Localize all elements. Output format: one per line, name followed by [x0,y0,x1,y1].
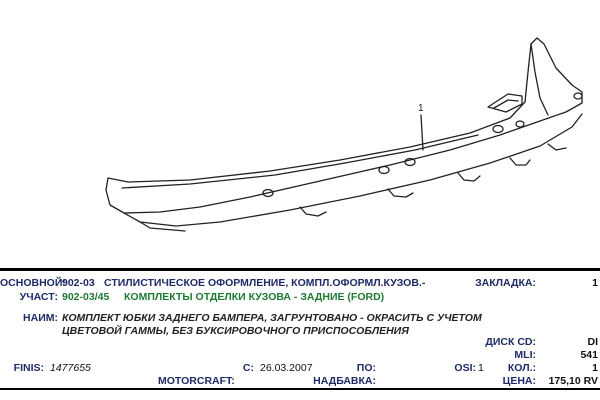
osi-value: 1 [478,362,484,374]
uchast-label: УЧАСТ: [19,291,58,303]
mli-value: 541 [580,349,598,361]
finis-label: FINIS: [13,362,44,374]
zakladka-label: ЗАКЛАДКА: [475,277,536,289]
mli-label: MLI: [514,349,536,361]
part-illustration: 1 [105,37,583,232]
part-description: КОМПЛЕКТ ЮБКИ ЗАДНЕГО БАМПЕРА, ЗАГРУНТОВ… [62,312,482,337]
cena-label: ЦЕНА: [502,375,536,387]
kol-label: КОЛ.: [507,362,536,374]
kol-value: 1 [592,362,598,374]
callout-leader [420,114,424,151]
naim-label: НАИМ: [23,312,58,324]
nadbavka-label: НАДБАВКА: [313,375,376,387]
disk-cd-label: ДИСК CD: [485,336,536,348]
s-date-label: С: [242,362,254,374]
osnovnoy-code[interactable]: 902-03 [62,277,95,289]
s-date-value: 26.03.2007 [260,362,313,374]
osi-label: OSI: [454,362,476,374]
part-info-panel: ОСНОВНОЙ: 902-03 СТИЛИСТИЧЕСКОЕ ОФОРМЛЕН… [0,268,600,400]
osnovnoy-text[interactable]: СТИЛИСТИЧЕСКОЕ ОФОРМЛЕНИЕ, КОМПЛ.ОФОРМЛ.… [104,277,426,289]
osnovnoy-label: ОСНОВНОЙ: [0,277,66,289]
cena-value: 175,10 RV [548,375,598,387]
top-rule [0,268,600,271]
po-label: ПО: [356,362,376,374]
callout-number: 1 [418,103,424,114]
uchast-code[interactable]: 902-03/45 [62,291,110,303]
finis-value: 1477655 [50,362,91,374]
bottom-rule [0,388,600,390]
uchast-text[interactable]: КОМПЛЕКТЫ ОТДЕЛКИ КУЗОВА - ЗАДНИЕ (FORD) [124,291,385,303]
disk-cd-value: DI [587,336,599,348]
motorcraft-label: MOTORCRAFT: [158,375,235,387]
bumper-skirt-outline [105,37,583,214]
zakladka-value: 1 [592,277,598,289]
